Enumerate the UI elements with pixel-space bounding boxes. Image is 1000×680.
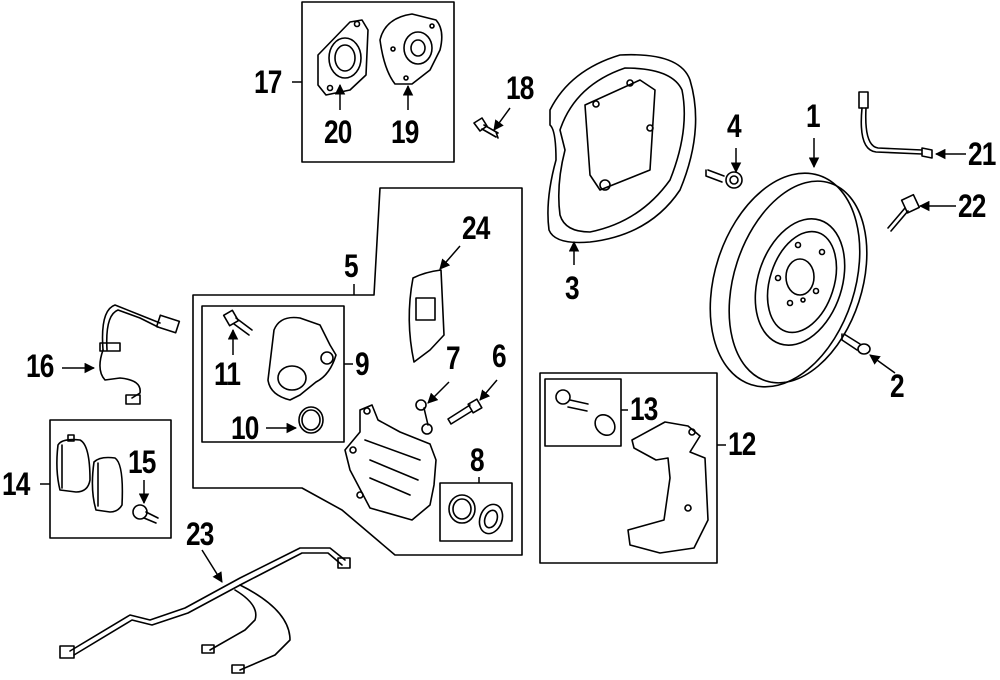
callout-21: 21 — [968, 136, 996, 172]
splash-shield-icon — [547, 53, 697, 244]
callout-4: 4 — [727, 108, 742, 144]
callout-24: 24 — [462, 210, 490, 246]
brake-rotor-icon — [709, 172, 868, 388]
bleeder-screw-icon — [447, 398, 483, 425]
leader-2 — [869, 354, 896, 374]
callout-3: 3 — [565, 270, 580, 306]
rotor-screw-icon — [841, 333, 871, 355]
caliper-housing-icon — [344, 404, 437, 521]
wiring-harness-icon — [59, 547, 351, 674]
bleeder-cap-icon — [415, 399, 433, 435]
guide-pin-icon — [555, 389, 616, 437]
callout-5: 5 — [344, 248, 359, 284]
group-box-14 — [49, 419, 172, 539]
group-box-9 — [201, 305, 345, 443]
group-box-5 — [192, 187, 523, 556]
heat-shield-icon — [408, 269, 445, 363]
wear-sensor-icon — [99, 304, 181, 405]
callout-23: 23 — [186, 516, 214, 552]
brake-pads-icon — [56, 434, 124, 513]
callout-15: 15 — [128, 444, 156, 480]
o-ring-icon — [298, 406, 324, 434]
shield-bolt-icon — [705, 169, 743, 189]
callout-14: 14 — [2, 466, 30, 502]
callout-18: 18 — [506, 70, 534, 106]
leader-23 — [201, 549, 223, 583]
callout-19: 19 — [391, 114, 419, 150]
group-box-13 — [544, 378, 622, 447]
callout-20: 20 — [324, 114, 352, 150]
callout-12: 12 — [728, 426, 756, 462]
group-box-12 — [539, 372, 718, 564]
leader-6 — [479, 379, 498, 401]
piston-seal-kit-icon — [448, 494, 504, 535]
leader-7 — [427, 381, 450, 404]
callout-13: 13 — [630, 391, 658, 427]
leader-18 — [493, 107, 511, 131]
callout-1: 1 — [806, 98, 821, 134]
abs-sensor-icon — [887, 193, 921, 232]
callout-6: 6 — [492, 338, 507, 374]
callout-11: 11 — [214, 356, 241, 392]
caliper-bracket-icon — [627, 421, 709, 554]
callout-8: 8 — [470, 442, 485, 478]
callout-7: 7 — [446, 340, 461, 376]
wheel-hub-icon — [379, 13, 443, 85]
callout-2: 2 — [890, 368, 905, 404]
group-box-8 — [439, 482, 513, 542]
parking-motor-icon — [267, 316, 337, 401]
callout-10: 10 — [231, 410, 259, 446]
motor-bolt-icon — [222, 309, 253, 336]
callout-9: 9 — [355, 346, 370, 382]
pad-bolt-icon — [132, 504, 159, 524]
callout-22: 22 — [958, 188, 986, 224]
wheel-bearing-icon — [317, 19, 369, 96]
callout-16: 16 — [26, 348, 54, 384]
abs-sensor-cable-icon — [858, 91, 933, 159]
callout-17: 17 — [254, 64, 282, 100]
leader-24 — [439, 245, 461, 270]
hub-bolt-icon — [473, 117, 499, 139]
